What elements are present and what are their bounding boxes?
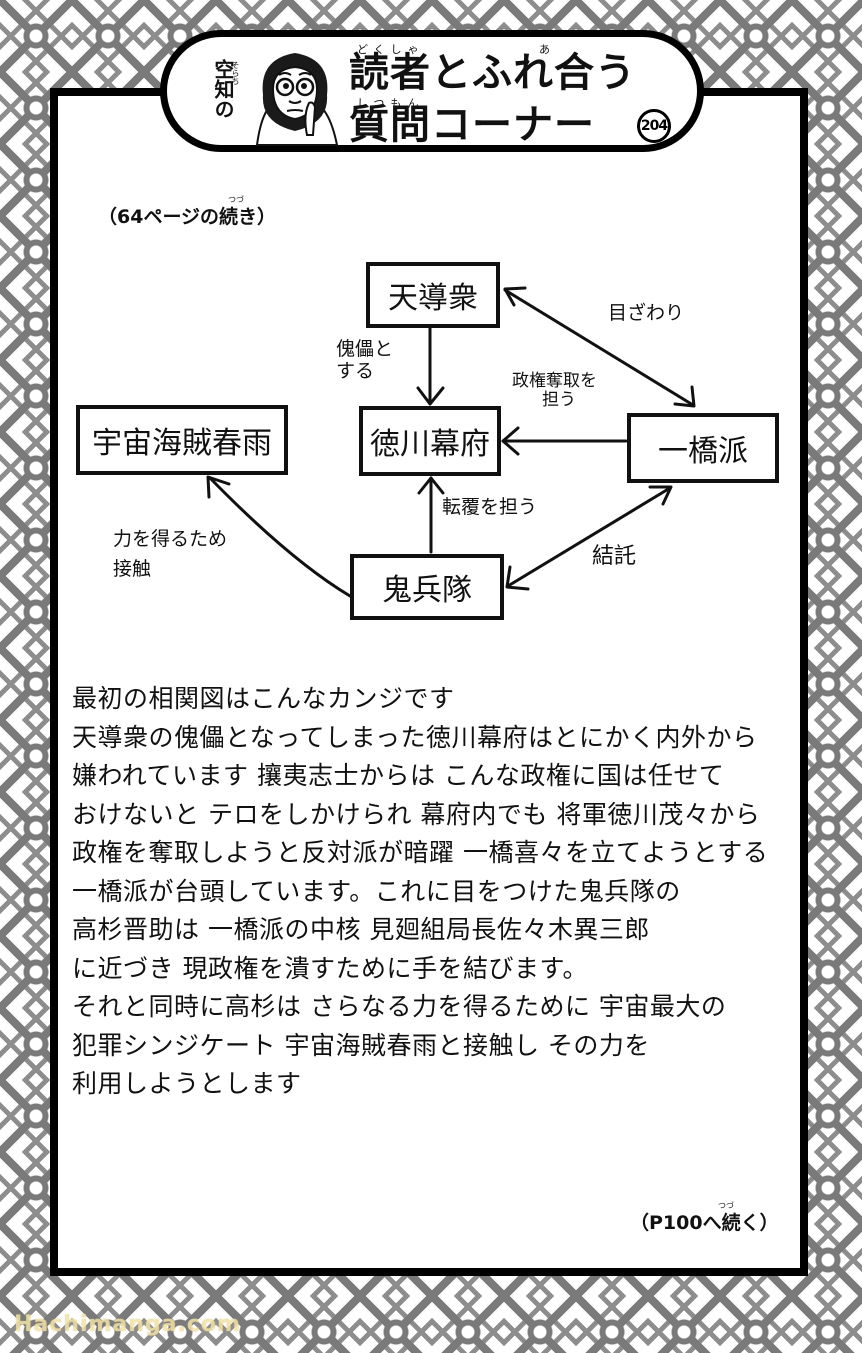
title-ruby-dokusha: どくしゃ (357, 43, 425, 56)
node-kiheitai: 鬼兵隊 (350, 554, 504, 620)
body-line: 天導衆の傀儡となってしまった徳川幕府はとにかく内外から (72, 722, 758, 752)
body-line: 政権を奪取しようと反対派が暗躍 一橋喜々を立てようとする (72, 838, 769, 867)
body-line: 高杉晋助は 一橋派の中核 見廻組局長佐々木異三郎 (72, 915, 650, 944)
edge-label-puppet: 傀儡と する (336, 338, 394, 382)
handwritten-explanation: 最初の相関図はこんなカンジです 天導衆の傀儡となってしまった徳川幕府はとにかく内… (72, 680, 792, 1104)
edge-label-overthrow: 転覆を担う (442, 496, 538, 518)
title-ruby-shitsumon: しつもん (357, 97, 425, 110)
edge-label-alliance: 結託 (592, 544, 637, 569)
title-ruby-a: あ (539, 43, 556, 56)
continued-from-ruby: つづ (228, 195, 244, 204)
author-ruby: そらち (231, 61, 240, 85)
body-line: 最初の相関図はこんなカンジです (72, 684, 455, 713)
node-tokugawa-bakufu: 徳川幕府 (359, 406, 501, 476)
continued-to-ruby: つづ (718, 1201, 734, 1210)
node-hitotsubashi-faction: 一橋派 (627, 413, 779, 483)
body-line: それと同時に高杉は さらなる力を得るために 宇宙最大の (72, 992, 727, 1021)
edge-label-nuisance: 目ざわり (608, 302, 685, 324)
title-line-2: 質問コーナー (349, 102, 595, 148)
edge-label-seize-power: 政権奪取を 担う (512, 371, 597, 410)
issue-number-badge: 204 (637, 109, 671, 143)
watermark: Hachimanga.com (14, 1312, 241, 1337)
continued-from-text: （64ページの続き） (98, 206, 277, 228)
corner-title-banner: 空知の そらち どくしゃ あ 読者とふれ合う しつもん 質問コーナー 204 (160, 30, 704, 152)
content-panel (50, 88, 808, 1276)
body-line: に近づき 現政権を潰すために手を結びます。 (72, 953, 588, 983)
node-tendoshu: 天導衆 (366, 262, 500, 328)
body-line: 嫌われています 攘夷志士からは こんな政権に国は任せて (72, 761, 725, 790)
body-line: 一橋派が台頭しています。これに目をつけた鬼兵隊の (72, 876, 681, 906)
edge-label-contact: 力を得るため 接触 (113, 528, 228, 580)
continued-to-note: （P100へ続く） (630, 1212, 779, 1234)
author-label: 空知の (211, 59, 235, 119)
gorilla-face-icon (255, 53, 339, 146)
continued-from-note: （64ページの続き） (98, 202, 276, 229)
body-line: 利用しようとします (72, 1069, 302, 1098)
node-space-pirates-harusame: 宇宙海賊春雨 (76, 405, 288, 475)
body-line: おけないと テロをしかけられ 幕府内でも 将軍徳川茂々から (72, 799, 761, 829)
title-line-1: 読者とふれ合う (349, 50, 636, 96)
body-line: 犯罪シンジケート 宇宙海賊春雨と接触し その力を (72, 1030, 650, 1060)
